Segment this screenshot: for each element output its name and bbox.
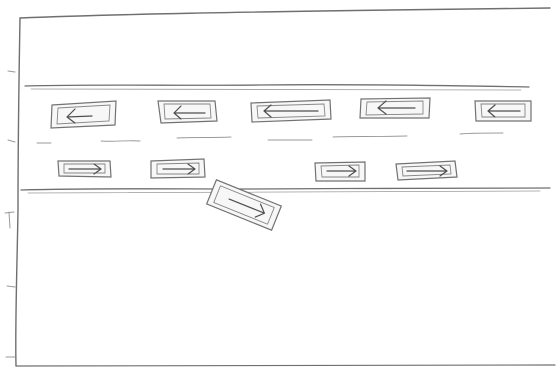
vehicle-upper-4 <box>360 98 430 118</box>
vehicle-lower-2 <box>151 159 205 178</box>
vehicle-upper-1 <box>51 101 116 128</box>
lane-divider <box>333 136 407 137</box>
vehicle-offroad <box>207 180 282 230</box>
road-top-line-sketch <box>31 89 521 90</box>
vehicle-lower-4 <box>396 161 457 180</box>
left-mark <box>8 140 15 142</box>
left-mark <box>8 71 15 72</box>
left-mark <box>5 212 14 228</box>
sketch-frame-bottom <box>16 365 555 367</box>
vehicle-upper-3 <box>251 100 331 122</box>
road-top-line <box>25 85 529 87</box>
road-bottom-line <box>21 188 550 190</box>
road-bottom-line-sketch <box>28 191 540 193</box>
vehicle-upper-5 <box>475 101 531 121</box>
lane-divider <box>101 141 140 142</box>
vehicle-upper-2 <box>158 101 217 123</box>
lane-divider <box>177 137 231 138</box>
sketch-frame-left <box>16 18 20 366</box>
lane-divider <box>460 133 503 134</box>
left-mark <box>7 286 15 287</box>
vehicle-lower-1 <box>58 161 111 177</box>
sketch-frame-top <box>20 8 550 18</box>
vehicle-lower-3 <box>315 162 365 181</box>
